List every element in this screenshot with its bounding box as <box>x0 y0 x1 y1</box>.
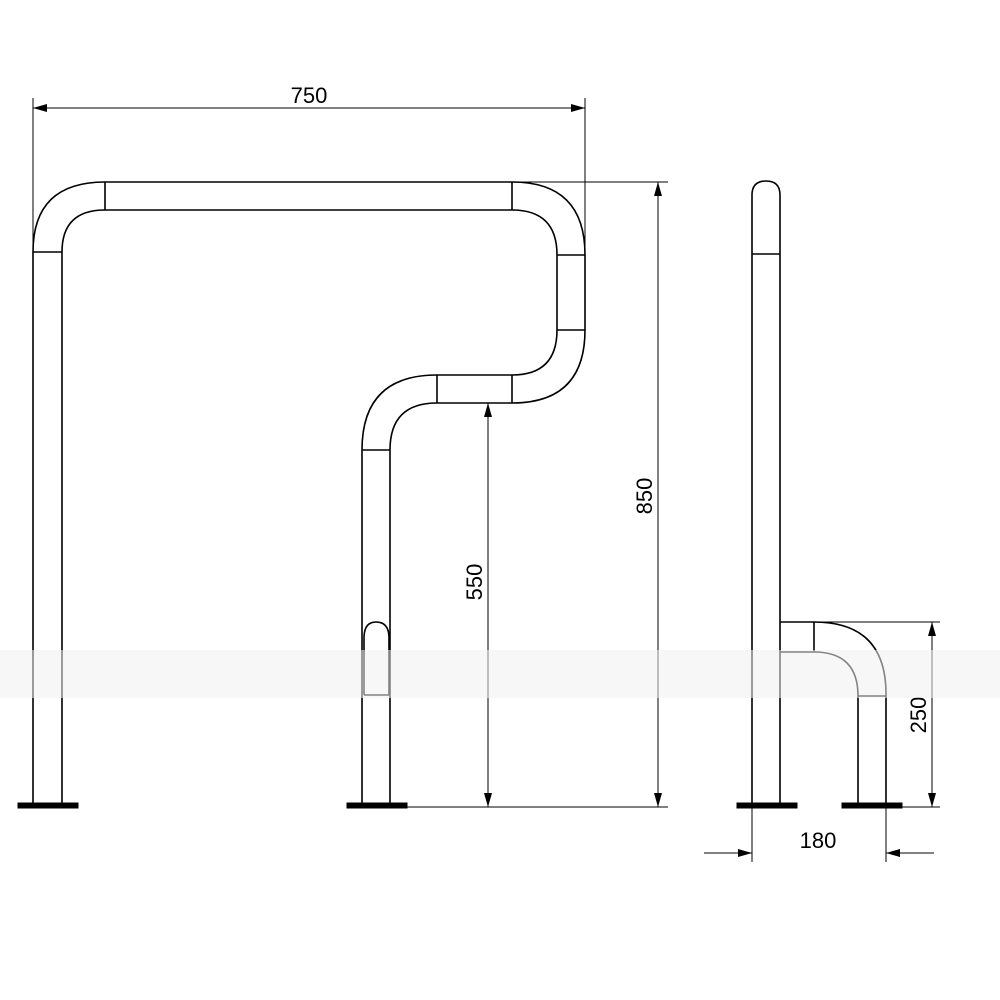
dim-850-label: 850 <box>632 478 657 515</box>
inner-post-cap <box>363 621 390 695</box>
side-leg-floor-plate <box>841 802 903 809</box>
left-floor-plate <box>17 802 79 809</box>
inner-floor-plate <box>346 802 408 809</box>
side-view <box>736 180 903 809</box>
side-leg-outer <box>780 621 887 805</box>
front-view <box>17 181 586 809</box>
background-band <box>0 650 1000 698</box>
dim-550-label: 550 <box>462 564 487 601</box>
front-tube-outer <box>32 181 586 805</box>
side-post-floor-plate <box>736 802 798 809</box>
dimension-lines <box>32 98 940 862</box>
dim-250-label: 250 <box>906 697 931 734</box>
side-post <box>751 180 781 805</box>
front-tube-inner <box>61 209 558 805</box>
dim-180-label: 180 <box>800 828 837 853</box>
dim-750-label: 750 <box>291 83 328 108</box>
